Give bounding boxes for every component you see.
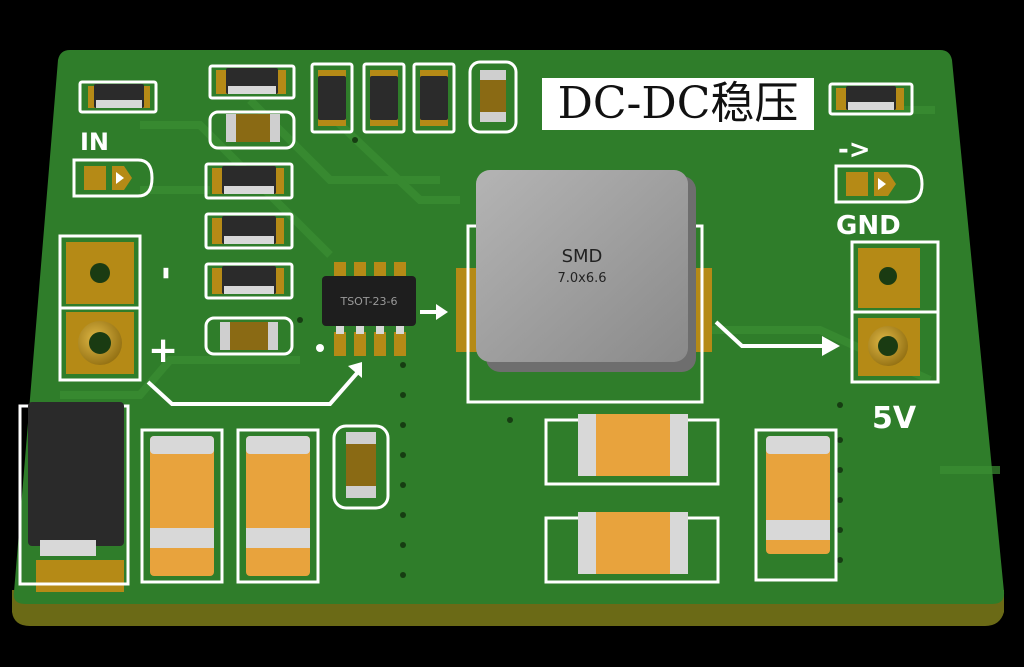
output-label: 5V	[872, 401, 917, 436]
capacitor-c8	[544, 512, 720, 584]
resistor-r6	[828, 82, 914, 116]
diode	[18, 402, 130, 592]
output-terminal-block	[850, 240, 940, 384]
capacitor-c2	[468, 60, 518, 134]
input-terminal-block	[58, 234, 142, 382]
resistor-r8	[204, 212, 294, 250]
flow-arrow-input	[146, 370, 360, 406]
ic-regulator: TSOT-23-6	[316, 262, 416, 356]
input-label: IN	[80, 128, 109, 156]
capacitor-c6	[332, 424, 390, 510]
resistor-r7	[204, 162, 294, 200]
capacitor-c5	[236, 428, 320, 584]
inductor-size: 7.0x6.6	[557, 271, 606, 286]
resistor-r3	[310, 62, 354, 134]
via-holes	[297, 137, 843, 578]
capacitor-c9	[754, 428, 838, 582]
resistor-r2	[208, 64, 296, 100]
arrow-label: ->	[838, 135, 871, 165]
ic-label: TSOT-23-6	[339, 295, 397, 308]
resistor-r9	[204, 262, 294, 300]
capacitor-c3	[204, 316, 294, 356]
inductor-label: SMD	[562, 246, 603, 267]
output-jumper-pad	[834, 164, 924, 204]
minus-sign: -	[147, 266, 187, 280]
input-jumper-pad	[72, 158, 154, 198]
plus-sign: +	[148, 330, 178, 371]
flow-arrow-output	[714, 320, 826, 348]
gnd-label: GND	[836, 211, 901, 241]
board-title-block: DC-DC稳压	[542, 78, 814, 130]
inductor: SMD 7.0x6.6	[456, 170, 712, 404]
capacitor-c1	[208, 110, 296, 150]
resistor-r4	[362, 62, 406, 134]
resistor-r1	[78, 80, 158, 114]
capacitor-c7	[544, 414, 720, 486]
resistor-r5	[412, 62, 456, 134]
board-title: DC-DC稳压	[558, 78, 799, 129]
capacitor-c4	[140, 428, 224, 584]
